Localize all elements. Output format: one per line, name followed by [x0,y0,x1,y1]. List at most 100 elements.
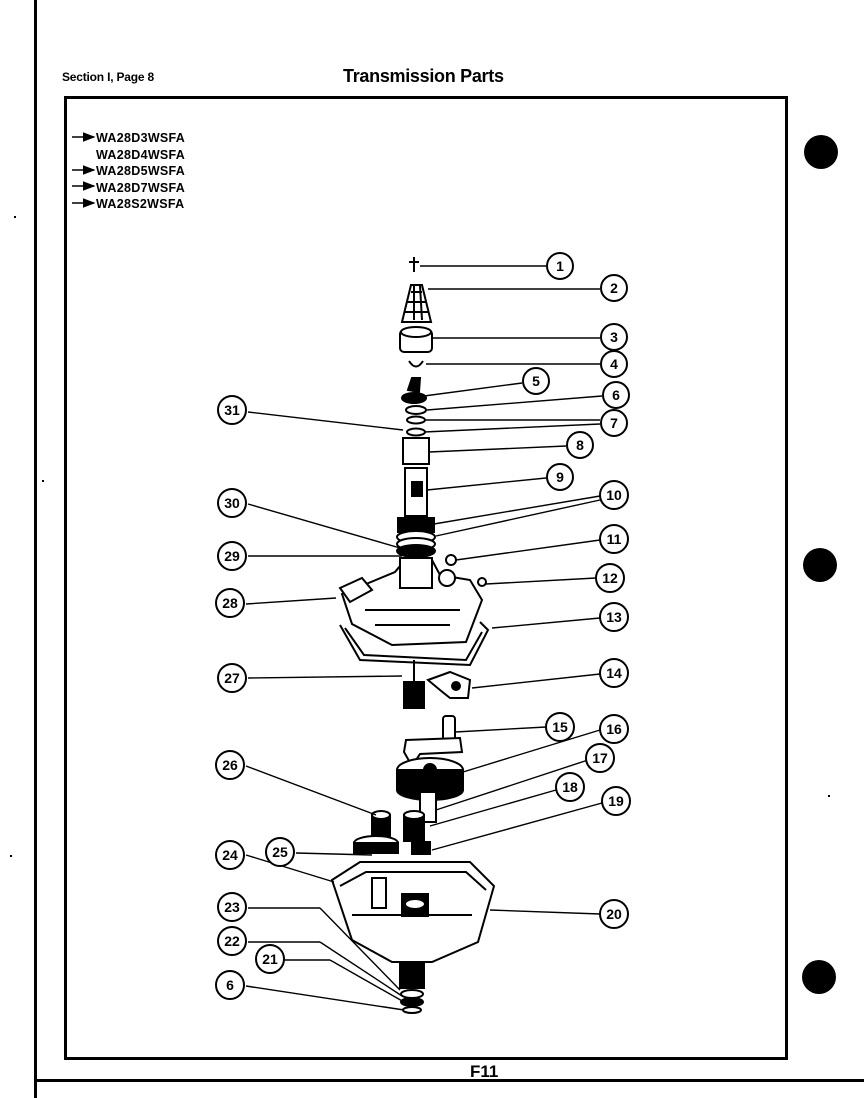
svg-text:22: 22 [224,933,240,949]
callout-26: 26 [215,750,245,780]
callout-13: 13 [599,602,629,632]
callout-28: 28 [215,588,245,618]
binder-hole-icon [803,548,837,582]
callout-31: 31 [217,395,247,425]
callout-9: 9 [546,463,574,491]
callout-17: 17 [585,743,615,773]
scan-speck [10,855,12,857]
svg-text:15: 15 [552,719,568,735]
svg-text:14: 14 [606,665,622,681]
svg-text:25: 25 [272,844,288,860]
page-code: F11 [470,1062,499,1081]
callout-22: 22 [217,926,247,956]
callout-5: 5 [522,367,550,395]
callout-1: 1 [546,252,574,280]
screw-icon [445,554,457,566]
callout-30: 30 [217,488,247,518]
bearing-icon [402,437,430,465]
seal-icon [401,392,427,404]
agitator-cap-icon [400,284,433,323]
clip-icon [408,360,424,368]
svg-text:27: 27 [224,670,240,686]
svg-text:23: 23 [224,899,240,915]
svg-text:16: 16 [606,721,622,737]
lever-icon [402,736,464,768]
lower-housing-icon [330,861,496,963]
svg-text:12: 12 [602,570,618,586]
svg-text:28: 28 [222,595,238,611]
svg-text:5: 5 [532,373,540,389]
screw-icon [477,577,487,587]
gasket-icon [339,621,490,667]
cluster-gear-icon [353,810,399,854]
svg-text:1: 1 [556,258,564,274]
callout-15: 15 [545,712,575,742]
upper-housing-icon [338,557,484,647]
svg-text:31: 31 [224,402,240,418]
model-item: WA28D7WSFA [96,180,186,195]
callout-3: 3 [600,323,628,351]
svg-text:24: 24 [222,847,238,863]
scan-speck [14,216,16,218]
spring-collar-icon [396,517,436,558]
callout-27: 27 [217,663,247,693]
pinion-gear-icon [403,660,425,709]
callouts: 1 2 3 4 5 6 7 8 9 10 11 12 13 14 15 16 1… [215,252,631,1000]
callout-23: 23 [217,892,247,922]
shaft-icon [399,961,425,989]
callout-4: 4 [600,350,628,378]
shift-fork-icon [426,670,472,699]
binder-hole-icon [802,960,836,994]
svg-text:3: 3 [610,329,618,345]
callout-11: 11 [599,524,629,554]
callout-6: 6 [602,381,630,409]
callout-12: 12 [595,563,625,593]
svg-text:11: 11 [607,531,622,547]
svg-text:7: 7 [610,415,618,431]
callout-7: 7 [600,409,628,437]
svg-text:19: 19 [608,793,624,809]
callout-18: 18 [555,772,585,802]
svg-text:8: 8 [576,437,584,453]
model-list: WA28D3WSFA WA28D4WSFA WA28D5WSFA WA28D7W… [96,130,185,213]
svg-text:20: 20 [606,906,622,922]
svg-text:6: 6 [612,387,620,403]
svg-text:18: 18 [562,779,578,795]
svg-text:17: 17 [592,750,608,766]
callout-25: 25 [265,837,295,867]
section-page-label: Section I, Page 8 [62,70,154,84]
model-arrows [72,132,96,208]
model-item: WA28D5WSFA [96,164,186,178]
page-edge-left [34,0,37,1098]
svg-text:2: 2 [610,280,618,296]
scan-speck [42,480,44,482]
callout-29: 29 [217,541,247,571]
page-title: Transmission Parts [343,66,504,86]
leader-lines [245,265,603,1011]
callout-24: 24 [215,840,245,870]
svg-text:6: 6 [226,977,234,993]
diagram-frame [64,96,788,1060]
model-item: WA28D3WSFA [96,131,186,145]
svg-text:21: 21 [262,951,278,967]
callout-20: 20 [599,899,629,929]
callout-8: 8 [566,431,594,459]
svg-text:9: 9 [556,469,564,485]
svg-text:30: 30 [224,495,240,511]
callout-6-lower: 6 [215,970,245,1000]
callout-2: 2 [600,274,628,302]
callout-19: 19 [601,786,631,816]
svg-text:26: 26 [222,757,238,773]
transmission-parts-drawing [330,257,496,1014]
svg-text:4: 4 [610,356,618,372]
callout-14: 14 [599,658,629,688]
screw-icon [409,257,419,272]
binder-hole-icon [804,135,838,169]
page-edge-bottom [34,1079,864,1082]
scan-speck [828,795,830,797]
model-item: WA28S2WSFA [96,197,185,211]
model-item: WA28D4WSFA [96,147,186,162]
svg-text:10: 10 [606,487,622,503]
callout-10: 10 [599,480,629,510]
